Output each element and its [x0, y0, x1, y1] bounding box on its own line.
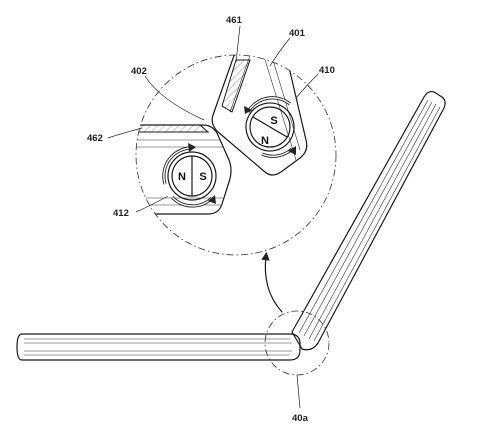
magnet-pole-n-upper: N	[261, 135, 269, 147]
ref-label-40a: 40a	[292, 413, 309, 424]
rotation-arrowhead-icon	[288, 146, 296, 155]
lower-magnet: N S	[162, 143, 217, 208]
magnet-pole-n-lower: N	[178, 171, 186, 183]
rotation-arrowhead-icon	[244, 106, 252, 114]
leader-lines	[107, 25, 319, 409]
ref-label-412: 412	[113, 208, 129, 219]
rotation-arrowhead-icon	[208, 195, 216, 204]
ref-label-461: 461	[226, 15, 243, 26]
enlarge-arrow	[261, 251, 283, 313]
upper-panel	[291, 90, 446, 351]
lower-panel	[16, 333, 301, 361]
magnet-pole-s-lower: S	[199, 171, 206, 183]
ref-label-410: 410	[319, 65, 335, 76]
upper-housing-block	[211, 55, 308, 176]
magnet-pole-s-upper: S	[270, 115, 277, 127]
ref-label-402: 402	[131, 66, 147, 77]
ref-label-462: 462	[87, 133, 103, 144]
ref-label-401: 401	[289, 28, 306, 39]
upper-magnet: S N	[244, 96, 296, 158]
rotation-arrowhead-icon	[188, 143, 196, 152]
enlarged-view-circle	[135, 54, 337, 256]
